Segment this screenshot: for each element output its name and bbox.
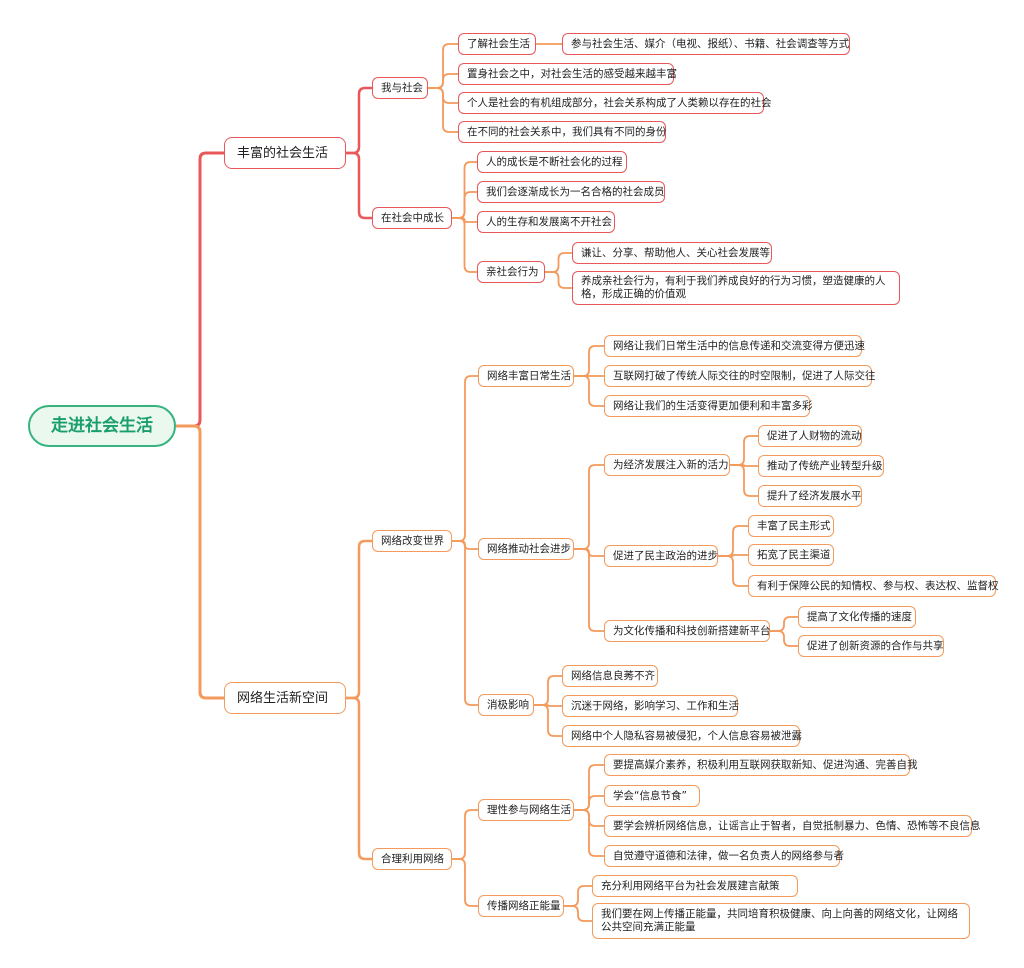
connector-25 [574, 548, 604, 632]
node-economy-item-2[interactable]: 推动了传统产业转型升级 [758, 455, 884, 477]
connector-37 [452, 809, 478, 860]
node-rational-item-2[interactable]: 学会“信息节食” [604, 785, 700, 807]
branch-network-life[interactable]: 网络生活新空间 [224, 682, 346, 714]
branch-rich-social-life[interactable]: 丰富的社会生活 [224, 137, 346, 169]
node-culture-item-2[interactable]: 促进了创新资源的合作与共享 [798, 635, 944, 657]
connector-17 [452, 375, 478, 542]
connector-5 [428, 73, 458, 89]
connector-23 [574, 464, 604, 550]
connector-29 [718, 525, 748, 557]
node-prosocial-behavior[interactable]: 亲社会行为 [477, 261, 545, 283]
node-negative-item-2[interactable]: 沉迷于网络，影响学习、工作和生活 [562, 695, 739, 717]
connector-12 [452, 217, 477, 273]
connector-42 [574, 809, 604, 857]
connector-26 [730, 435, 758, 466]
node-rational-item-1[interactable]: 要提高媒介素养，积极利用互联网获取新知、促进沟通、完善自我 [604, 754, 918, 776]
node-democracy-item-1[interactable]: 丰富了民主形式 [748, 515, 834, 537]
node-positive-item-2[interactable]: 我们要在网上传播正能量，共同培育积极健康、向上向善的网络文化，让网络公共空间充满… [592, 903, 970, 939]
connector-2 [346, 86, 372, 155]
connector-13 [545, 252, 572, 273]
connector-28 [730, 464, 758, 497]
connector-15 [346, 539, 372, 700]
node-socialization[interactable]: 人的成长是不断社会化的过程 [477, 151, 627, 173]
connector-3 [346, 151, 372, 220]
node-economy-item-3[interactable]: 提升了经济发展水平 [758, 485, 862, 507]
connector-32 [770, 616, 798, 632]
node-network-enriches-life[interactable]: 网络丰富日常生活 [478, 365, 574, 387]
node-negative-item-3[interactable]: 网络中个人隐私容易被侵犯，个人信息容易被泄露 [562, 725, 802, 747]
connector-31 [718, 555, 748, 587]
node-understand-social-life[interactable]: 了解社会生活 [458, 33, 536, 55]
node-democracy-progress[interactable]: 促进了民主政治的进步 [604, 545, 718, 567]
node-inseparable[interactable]: 人的生存和发展离不开社会 [477, 211, 615, 233]
node-negative-item-1[interactable]: 网络信息良莠不齐 [562, 665, 658, 687]
node-democracy-item-3[interactable]: 有利于保障公民的知情权、参与权、表达权、监督权 [748, 575, 999, 597]
node-different-identity[interactable]: 在不同的社会关系中，我们具有不同的身份 [458, 121, 667, 143]
node-enrich-item-1[interactable]: 网络让我们日常生活中的信息传递和交流变得方便迅速 [604, 335, 865, 357]
node-understand-methods[interactable]: 参与社会生活、媒介（电视、报纸）、书籍、社会调查等方式 [562, 33, 850, 55]
connector-40 [574, 795, 604, 811]
node-qualified-member[interactable]: 我们会逐渐成长为一名合格的社会成员 [477, 181, 665, 203]
node-social-feeling[interactable]: 置身社会之中，对社会生活的感受越来越丰富 [458, 63, 677, 85]
connector-22 [574, 375, 604, 407]
connector-36 [534, 704, 562, 737]
node-negative-impact[interactable]: 消极影响 [478, 694, 534, 716]
node-positive-item-1[interactable]: 充分利用网络平台为社会发展建言献策 [592, 875, 798, 897]
node-spread-positive-energy[interactable]: 传播网络正能量 [478, 895, 564, 917]
connector-27 [730, 464, 758, 467]
node-rational-item-4[interactable]: 自觉遵守道德和法律，做一名负责人的网络参与者 [604, 845, 844, 867]
node-economy-item-1[interactable]: 促进了人财物的流动 [758, 425, 862, 447]
connector-34 [534, 675, 562, 706]
node-rational-participation[interactable]: 理性参与网络生活 [478, 799, 574, 821]
node-enrich-item-3[interactable]: 网络让我们的生活变得更加便利和丰富多彩 [604, 395, 813, 417]
connector-1 [176, 424, 224, 700]
node-enrich-item-2[interactable]: 互联网打破了传统人际交往的时空限制，促进了人际交往 [604, 365, 876, 387]
connector-44 [564, 905, 592, 922]
connector-16 [346, 696, 372, 861]
node-culture-platform[interactable]: 为文化传播和科技创新搭建新平台 [604, 620, 771, 642]
node-culture-item-1[interactable]: 提高了文化传播的速度 [798, 606, 916, 628]
node-economy-vitality[interactable]: 为经济发展注入新的活力 [604, 454, 730, 476]
node-me-and-society[interactable]: 我与社会 [372, 77, 428, 99]
connector-38 [452, 858, 478, 907]
connector-10 [452, 191, 477, 219]
connector-0 [176, 151, 224, 428]
connector-35 [534, 704, 562, 707]
node-network-promotes-progress[interactable]: 网络推动社会进步 [478, 538, 574, 560]
connector-30 [718, 554, 748, 557]
node-prosocial-benefit[interactable]: 养成亲社会行为，有利于我们养成良好的行为习惯，塑造健康的人格，形成正确的价值观 [572, 271, 900, 305]
connector-33 [770, 630, 798, 647]
node-organic-part[interactable]: 个人是社会的有机组成部分，社会关系构成了人类赖以存在的社会 [458, 92, 772, 114]
node-prosocial-examples[interactable]: 谦让、分享、帮助他人、关心社会发展等 [572, 242, 772, 264]
root-node[interactable]: 走进社会生活 [28, 405, 176, 447]
node-democracy-item-2[interactable]: 拓宽了民主渠道 [748, 544, 834, 566]
connector-20 [574, 345, 604, 377]
node-rational-use[interactable]: 合理利用网络 [372, 848, 452, 870]
node-grow-in-society[interactable]: 在社会中成长 [372, 207, 452, 229]
node-network-changes-world[interactable]: 网络改变世界 [372, 530, 452, 552]
connector-19 [452, 540, 478, 706]
connector-14 [545, 271, 572, 289]
connector-7 [428, 87, 458, 133]
connector-43 [564, 885, 592, 907]
node-rational-item-3[interactable]: 要学会辨析网络信息，让谣言止于智者，自觉抵制暴力、色情、恐怖等不良信息 [604, 815, 981, 837]
